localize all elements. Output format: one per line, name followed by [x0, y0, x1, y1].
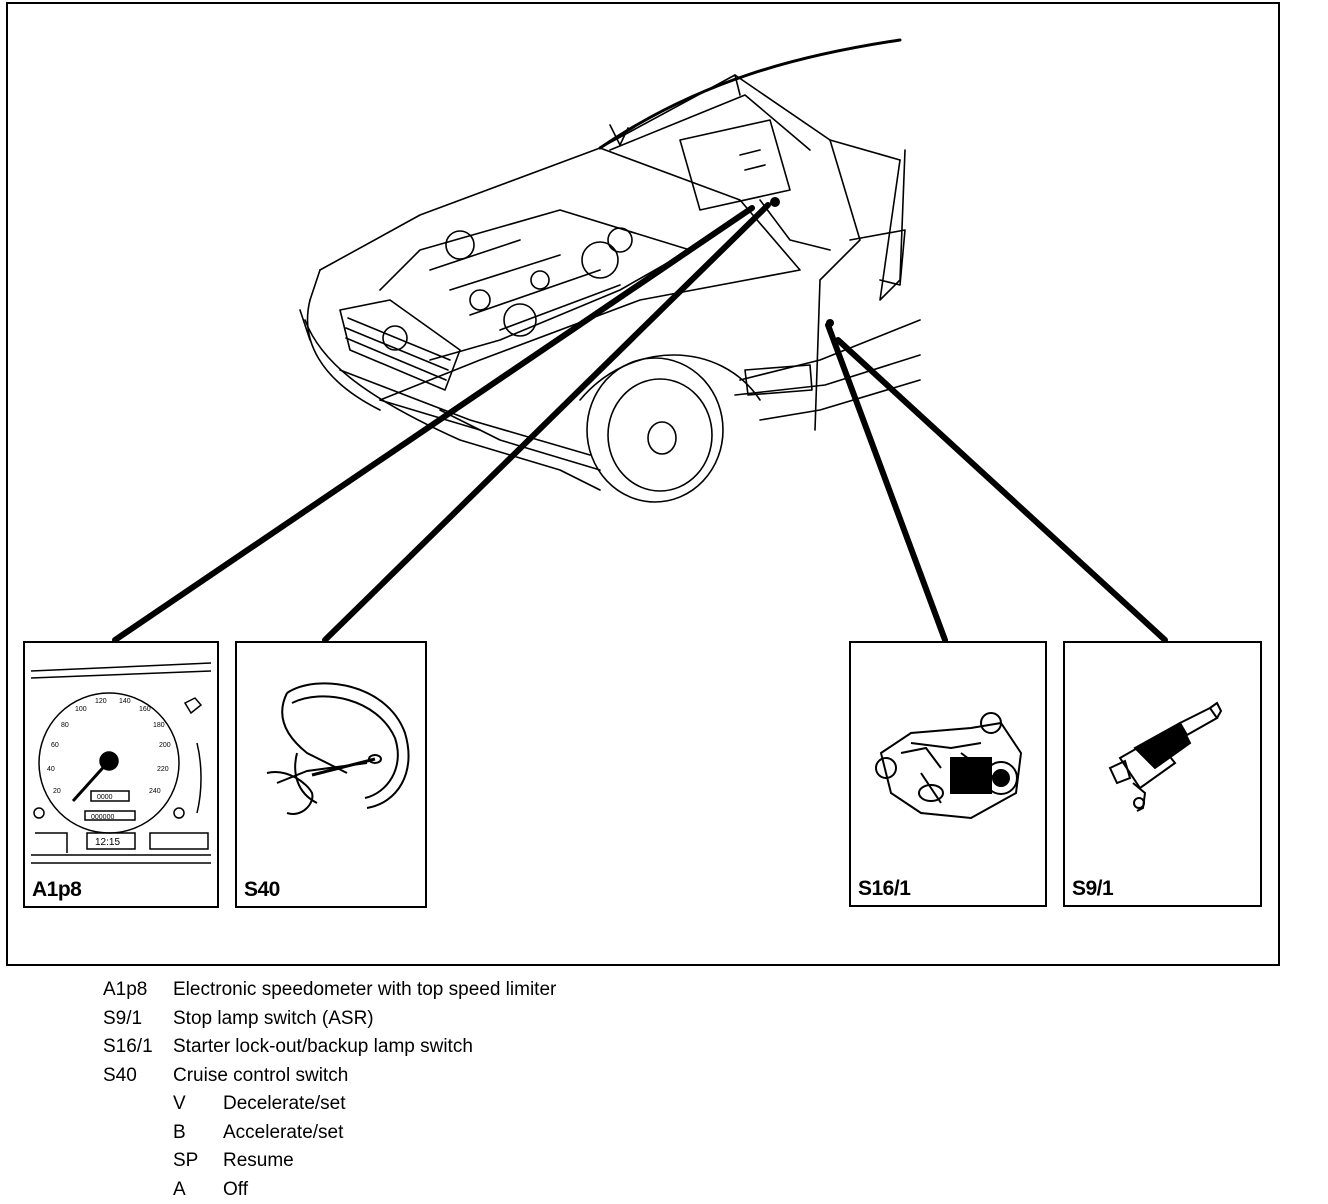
legend-sub-item: SP Resume — [103, 1147, 556, 1176]
callout-label: S9/1 — [1072, 877, 1113, 901]
tick-label: 40 — [47, 766, 55, 773]
tick-label: 100 — [75, 706, 87, 713]
legend-item: S9/1 Stop lamp switch (ASR) — [103, 1005, 556, 1034]
tick-label: 60 — [51, 742, 59, 749]
callout-label: S40 — [244, 878, 280, 902]
tick-label: 160 — [139, 706, 151, 713]
legend-sub-text: Resume — [223, 1147, 294, 1176]
tick-label: 140 — [119, 698, 131, 705]
clock-display: 12:15 — [95, 837, 120, 848]
tick-label: 200 — [159, 742, 171, 749]
legend-sub-code: SP — [173, 1147, 223, 1176]
tick-label: 220 — [157, 766, 169, 773]
legend-item: S40 Cruise control switch — [103, 1062, 556, 1091]
legend: A1p8 Electronic speedometer with top spe… — [103, 976, 556, 1204]
callout-a1p8: 20 40 60 80 100 120 140 160 180 200 220 … — [23, 641, 219, 908]
legend-code: A1p8 — [103, 976, 173, 1005]
speedo-ticks: 20 40 60 80 100 120 140 160 180 200 220 … — [47, 698, 171, 848]
tick-label: 120 — [95, 698, 107, 705]
tick-label: 80 — [61, 722, 69, 729]
callout-s16-1: S16/1 — [849, 641, 1047, 907]
legend-sub-code: A — [173, 1176, 223, 1204]
legend-text: Cruise control switch — [173, 1062, 348, 1091]
legend-item: A1p8 Electronic speedometer with top spe… — [103, 976, 556, 1005]
callout-s40: S40 — [235, 641, 427, 908]
legend-code: S16/1 — [103, 1033, 173, 1062]
stop-lamp-switch-icon — [1065, 643, 1260, 873]
legend-text: Stop lamp switch (ASR) — [173, 1005, 374, 1034]
legend-sub-text: Off — [223, 1176, 248, 1204]
starter-lockout-switch-icon — [851, 643, 1045, 873]
legend-sub-text: Decelerate/set — [223, 1090, 346, 1119]
tick-label: 240 — [149, 788, 161, 795]
callout-label: S16/1 — [858, 877, 910, 901]
speedometer-icon: 20 40 60 80 100 120 140 160 180 200 220 … — [25, 643, 217, 873]
callout-label: A1p8 — [32, 878, 81, 902]
legend-sub-code: V — [173, 1090, 223, 1119]
callout-s9-1: S9/1 — [1063, 641, 1262, 907]
legend-sub-item: A Off — [103, 1176, 556, 1204]
tick-label: 180 — [153, 722, 165, 729]
tick-label: 20 — [53, 788, 61, 795]
legend-text: Electronic speedometer with top speed li… — [173, 976, 556, 1005]
legend-sub-code: B — [173, 1119, 223, 1148]
legend-item: S16/1 Starter lock-out/backup lamp switc… — [103, 1033, 556, 1062]
odometer: 0000 — [97, 794, 113, 801]
legend-sub-text: Accelerate/set — [223, 1119, 343, 1148]
legend-code: S40 — [103, 1062, 173, 1091]
steering-wheel-icon — [237, 643, 425, 873]
legend-text: Starter lock-out/backup lamp switch — [173, 1033, 473, 1062]
legend-sub-item: B Accelerate/set — [103, 1119, 556, 1148]
legend-code: S9/1 — [103, 1005, 173, 1034]
legend-sub-item: V Decelerate/set — [103, 1090, 556, 1119]
trip-counter: 000000 — [91, 814, 114, 821]
